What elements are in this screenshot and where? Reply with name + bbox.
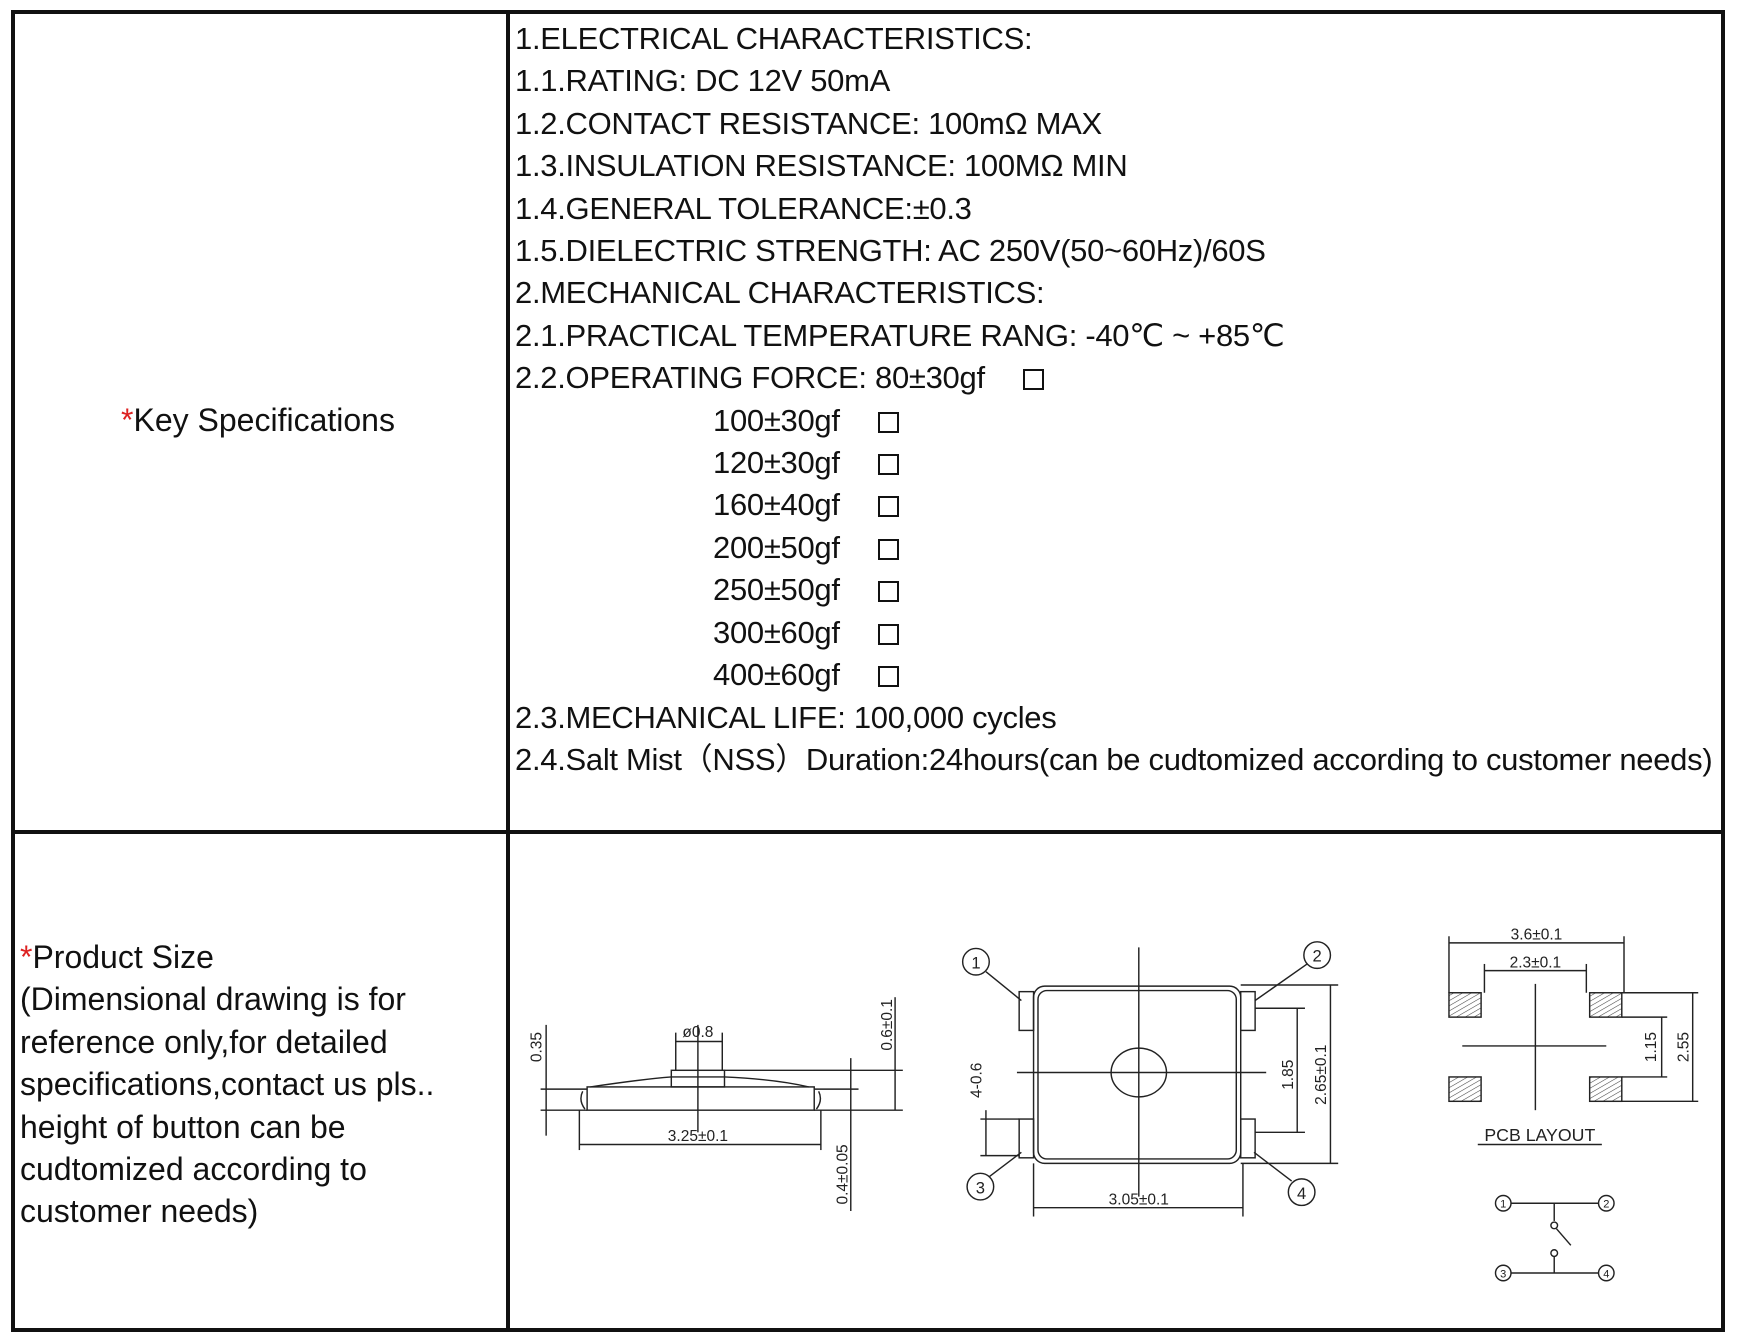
force-option-label: 400±60gf <box>713 657 840 693</box>
column-divider <box>506 10 510 1332</box>
spec-table <box>11 10 1725 1332</box>
pin-number: 4 <box>1603 1268 1609 1280</box>
force-option: 300±60gf <box>515 612 1715 654</box>
force-option: 100±30gf <box>515 400 1715 442</box>
force-checkbox[interactable] <box>877 538 899 560</box>
pin-number: 2 <box>1313 947 1322 966</box>
pcb-layout: 3.6±0.1 2.3±0.1 1.15 2.55 PCB LAYOUT <box>1448 927 1699 1146</box>
force-option-label: 300±60gf <box>713 614 840 650</box>
force-checkbox[interactable] <box>1022 369 1044 391</box>
label-text: Key Specifications <box>133 402 395 438</box>
dimension-label: 1.85 <box>1280 1060 1297 1090</box>
dimension-label: 2.65±0.1 <box>1313 1045 1330 1105</box>
pin-number: 3 <box>976 1178 985 1197</box>
force-checkbox[interactable] <box>877 496 899 518</box>
dimension-label: 1.15 <box>1643 1032 1660 1062</box>
force-option: 250±50gf <box>515 569 1715 611</box>
dimension-label: 3.25±0.1 <box>668 1128 728 1145</box>
spec-line: 2.4.Salt Mist（NSS）Duration:24hours(can b… <box>515 741 1713 777</box>
force-option-label: 120±30gf <box>713 445 840 481</box>
dimension-label: 2.55 <box>1675 1032 1692 1062</box>
force-checkbox[interactable] <box>877 666 899 688</box>
spec-line: 1.4.GENERAL TOLERANCE:±0.3 <box>515 190 972 226</box>
dimension-label: 2.3±0.1 <box>1510 954 1562 971</box>
force-checkbox[interactable] <box>877 581 899 603</box>
dimension-label: 0.4±0.05 <box>834 1144 851 1204</box>
pin-number: 1 <box>1500 1199 1506 1211</box>
pin-number: 3 <box>1500 1268 1506 1280</box>
spec-line: 1.2.CONTACT RESISTANCE: 100mΩ MAX <box>515 105 1102 141</box>
spec-line: 1.1.RATING: DC 12V 50mA <box>515 63 890 99</box>
row-divider <box>11 830 1725 834</box>
switch-schematic: 1 2 3 4 <box>1494 1194 1615 1282</box>
dimension-label: ø0.8 <box>682 1024 713 1041</box>
dimension-label: 4-0.6 <box>968 1063 985 1098</box>
operating-force-line: 2.2.OPERATING FORCE: 80±30gf <box>515 357 1715 399</box>
spec-line: 1.5.DIELECTRIC STRENGTH: AC 250V(50~60Hz… <box>515 233 1266 269</box>
spec-line: 2.MECHANICAL CHARACTERISTICS: <box>515 275 1045 311</box>
force-option: 160±40gf <box>515 484 1715 526</box>
required-marker: * <box>121 402 134 438</box>
spec-line: 2.3.MECHANICAL LIFE: 100,000 cycles <box>515 699 1057 735</box>
side-view: ø0.8 3.25±0.1 0.35 0.6±0.1 0.4±0.05 <box>529 997 903 1211</box>
required-marker: * <box>20 939 33 975</box>
spec-line: 1.3.INSULATION RESISTANCE: 100MΩ MIN <box>515 148 1128 184</box>
pin-number: 4 <box>1297 1184 1306 1203</box>
key-specifications-content: 1.ELECTRICAL CHARACTERISTICS: 1.1.RATING… <box>515 18 1715 781</box>
force-option: 200±50gf <box>515 527 1715 569</box>
force-checkbox[interactable] <box>877 454 899 476</box>
force-option-label: 250±50gf <box>713 572 840 608</box>
product-size-label: *Product Size (Dimensional drawing is fo… <box>20 936 500 1233</box>
product-size-note: (Dimensional drawing is for reference on… <box>20 981 435 1230</box>
dimension-label: 3.6±0.1 <box>1511 927 1563 944</box>
label-text: Product Size <box>32 939 214 975</box>
spec-line: 2.1.PRACTICAL TEMPERATURE RANG: -40℃ ~ +… <box>515 317 1285 353</box>
pin-number: 1 <box>971 953 980 972</box>
dimension-label: 0.35 <box>529 1032 546 1062</box>
pin-number: 2 <box>1603 1199 1609 1211</box>
force-checkbox[interactable] <box>877 623 899 645</box>
operating-force-label: 2.2.OPERATING FORCE: 80±30gf <box>515 360 985 396</box>
key-specifications-label: *Key Specifications <box>10 402 506 439</box>
force-option-label: 160±40gf <box>713 487 840 523</box>
pcb-layout-title: PCB LAYOUT <box>1484 1125 1595 1145</box>
dimension-label: 0.6±0.1 <box>879 999 896 1051</box>
spec-line: 1.ELECTRICAL CHARACTERISTICS: <box>515 21 1033 56</box>
force-option-label: 200±50gf <box>713 529 840 565</box>
force-option: 120±30gf <box>515 442 1715 484</box>
dimension-label: 3.05±0.1 <box>1109 1191 1169 1208</box>
top-view: 1 2 3 4 3.05±0.1 2.65±0.1 1.85 4-0.6 <box>961 941 1339 1217</box>
force-option-label: 100±30gf <box>713 402 840 438</box>
force-checkbox[interactable] <box>877 411 899 433</box>
force-option: 400±60gf <box>515 654 1715 696</box>
